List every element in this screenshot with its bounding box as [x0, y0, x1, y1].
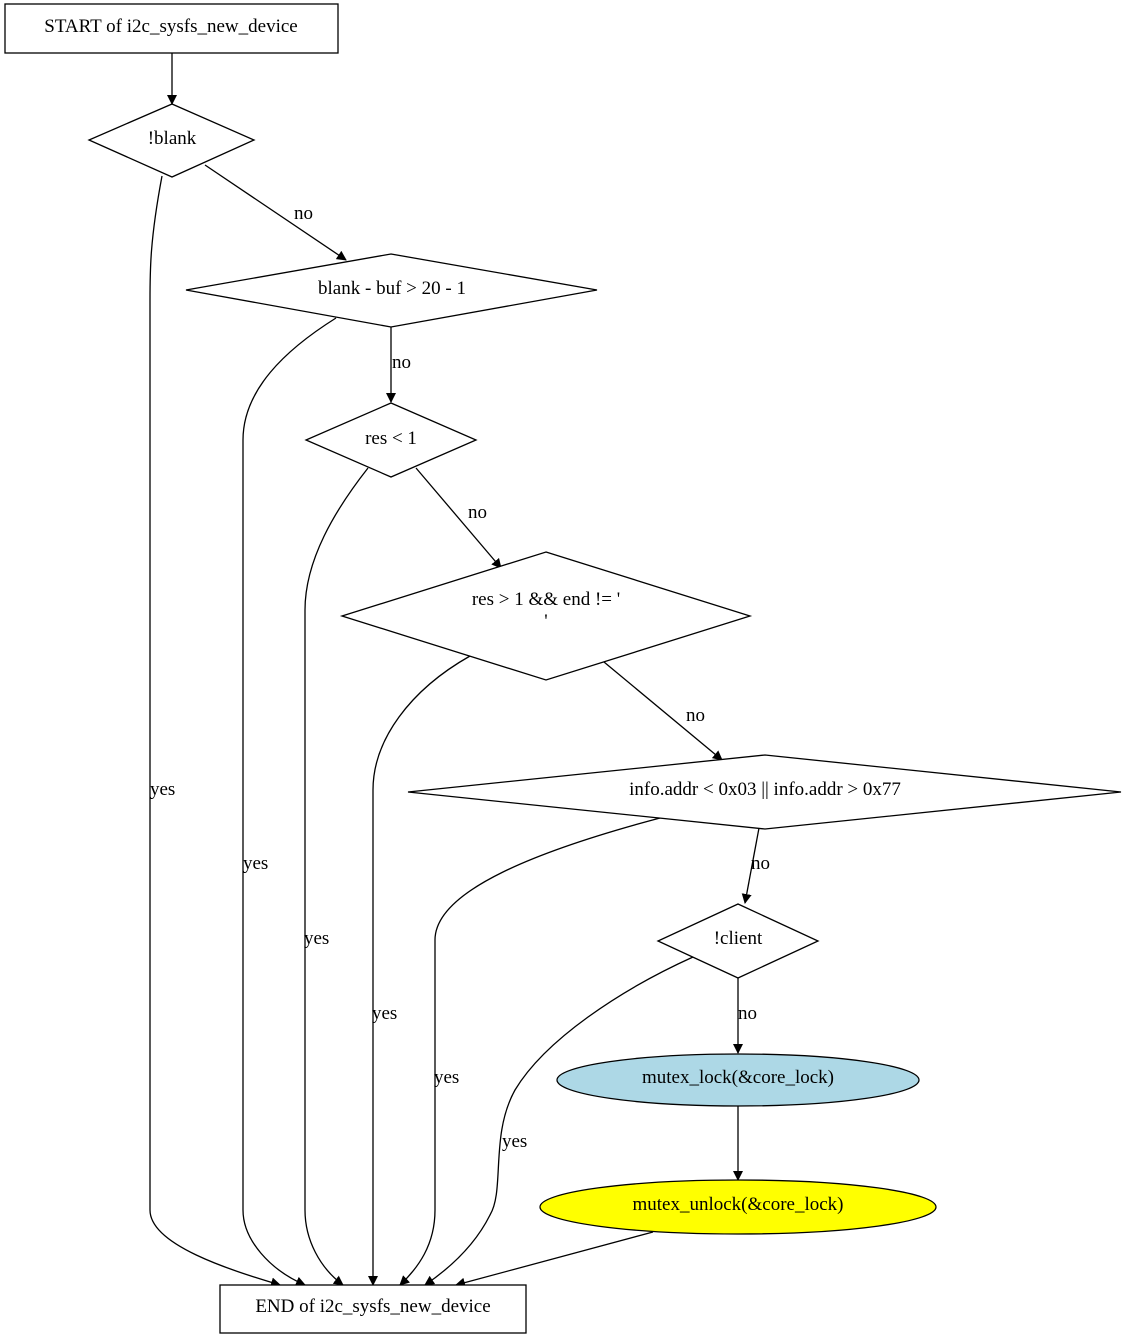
start-node: START of i2c_sysfs_new_device	[4, 3, 339, 54]
edge-client-yes	[424, 956, 694, 1286]
edge-unlock-to-end	[455, 1231, 654, 1288]
action-mutex-unlock: mutex_unlock(&core_lock)	[539, 1179, 937, 1235]
end-node: END of i2c_sysfs_new_device	[219, 1284, 527, 1334]
edge-label-blank-buf-yes: yes	[243, 853, 268, 874]
action-mutex-unlock-label: mutex_unlock(&core_lock)	[632, 1194, 843, 1215]
edge-res-lt-1-no	[415, 467, 502, 569]
edge-blank-buf-yes	[242, 317, 337, 1287]
decision-client: !client	[656, 903, 820, 979]
edge-label-res-gt-1-yes: yes	[372, 1003, 397, 1024]
decision-client-label: !client	[714, 928, 763, 949]
decision-info-addr: info.addr < 0x03 || info.addr > 0x77	[407, 754, 1122, 830]
decision-blank-label: !blank	[148, 128, 197, 149]
edge-label-client-yes: yes	[502, 1131, 527, 1152]
edge-res-gt-1-no	[603, 661, 723, 761]
decision-res-gt-1-label-line1: res > 1 && end != '	[472, 589, 620, 610]
start-node-label: START of i2c_sysfs_new_device	[44, 16, 297, 37]
edge-label-res-lt-1-no: no	[468, 502, 487, 523]
edge-label-info-addr-yes: yes	[434, 1067, 459, 1088]
edge-label-blank-yes: yes	[150, 779, 175, 800]
edge-label-blank-no: no	[294, 203, 313, 224]
edge-info-addr-yes	[399, 817, 661, 1286]
decision-res-gt-1: res > 1 && end != ' '	[339, 551, 753, 681]
edge-blank-yes	[149, 175, 281, 1288]
end-node-label: END of i2c_sysfs_new_device	[255, 1296, 490, 1317]
edge-blank-no	[204, 164, 347, 261]
action-mutex-lock: mutex_lock(&core_lock)	[556, 1053, 920, 1107]
decision-blank: !blank	[87, 103, 256, 178]
decision-info-addr-label: info.addr < 0x03 || info.addr > 0x77	[629, 779, 901, 800]
decision-res-gt-1-label-line2: '	[544, 611, 547, 632]
decision-res-lt-1: res < 1	[304, 402, 478, 478]
decision-blank-buf: blank - buf > 20 - 1	[185, 253, 598, 328]
action-mutex-lock-label: mutex_lock(&core_lock)	[642, 1067, 834, 1088]
edge-label-blank-buf-no: no	[392, 352, 411, 373]
edge-res-lt-1-yes	[304, 467, 369, 1286]
edge-label-client-no: no	[738, 1003, 757, 1024]
decision-res-lt-1-label: res < 1	[365, 428, 417, 449]
edge-label-info-addr-no: no	[751, 853, 770, 874]
edge-info-addr-no	[741, 827, 760, 904]
edge-label-res-lt-1-yes: yes	[304, 928, 329, 949]
edge-label-res-gt-1-no: no	[686, 705, 705, 726]
decision-blank-buf-label: blank - buf > 20 - 1	[318, 278, 466, 299]
edge-res-gt-1-yes	[368, 655, 471, 1286]
